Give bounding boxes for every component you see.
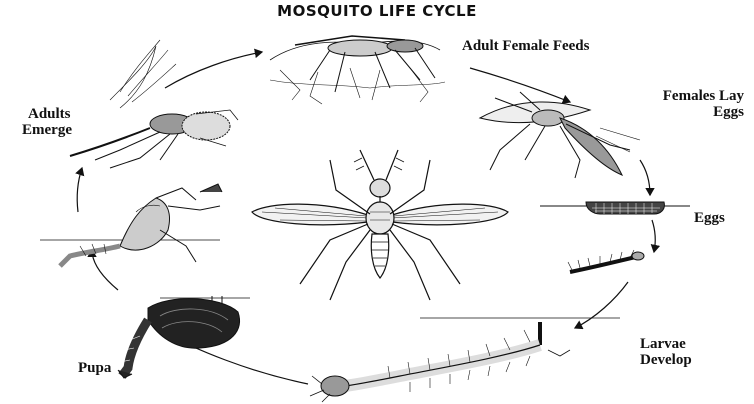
label-larvae-develop-line1: Larvae: [640, 336, 692, 352]
egg-raft-icon: [540, 202, 690, 214]
arrow-emerge-up: [77, 168, 82, 212]
flying-adult-icon: [70, 40, 238, 168]
arrow-pupa-to-emerge: [92, 250, 118, 290]
feeding-mosquito-icon: [270, 36, 445, 104]
larva-small-icon: [568, 250, 644, 272]
pupa-icon: [118, 296, 250, 378]
arrow-lay-to-eggs: [640, 160, 650, 195]
label-adults-emerge: Adults Emerge: [22, 106, 72, 138]
emerging-adult-icon: [40, 184, 222, 266]
label-females-lay-eggs: Females Lay Eggs: [600, 88, 744, 120]
label-larvae-develop-line2: Develop: [640, 352, 692, 368]
label-adult-female-feeds: Adult Female Feeds: [462, 38, 589, 54]
larva-icon: [310, 318, 620, 402]
label-pupa: Pupa: [78, 360, 111, 376]
label-females-lay-eggs-line1: Females Lay: [600, 88, 744, 104]
arrow-eggs-to-larvae: [652, 220, 655, 252]
arrow-feed-to-lay: [470, 68, 570, 102]
arrow-larvae-to-develop: [575, 282, 628, 328]
label-adults-emerge-line2: Emerge: [22, 122, 72, 138]
mosquito-illustration-icon: [252, 150, 508, 300]
arrow-emerge-to-feed: [165, 52, 262, 88]
label-eggs: Eggs: [694, 210, 725, 226]
label-females-lay-eggs-line2: Eggs: [600, 104, 744, 120]
label-larvae-develop: Larvae Develop: [640, 336, 692, 368]
label-adults-emerge-line1: Adults: [22, 106, 72, 122]
